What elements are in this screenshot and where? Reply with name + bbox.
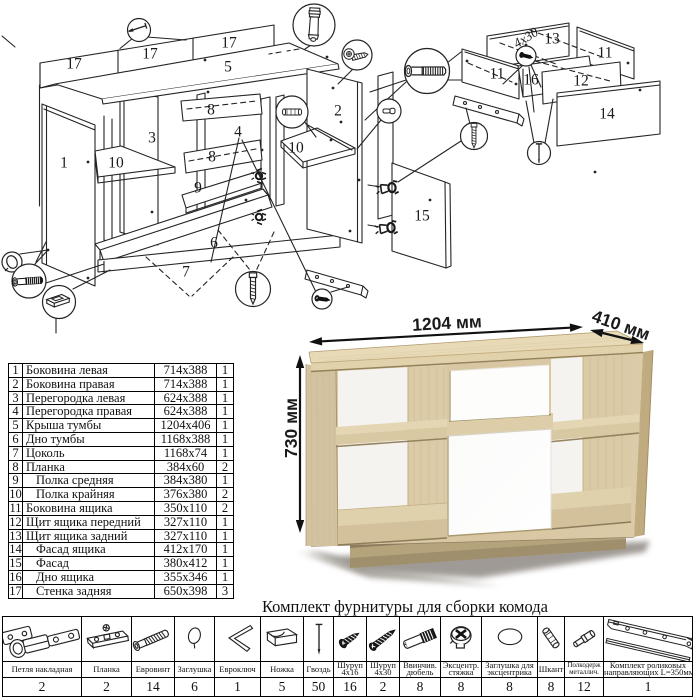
svg-text:4: 4: [234, 124, 242, 141]
svg-text:8: 8: [208, 149, 216, 166]
svg-text:10: 10: [108, 155, 124, 172]
svg-text:17: 17: [66, 56, 82, 73]
svg-text:2: 2: [334, 103, 342, 120]
svg-text:14: 14: [599, 106, 615, 123]
svg-text:11: 11: [598, 45, 613, 62]
svg-text:16: 16: [523, 72, 539, 89]
svg-text:15: 15: [414, 208, 430, 225]
svg-text:17: 17: [221, 35, 237, 52]
svg-text:11: 11: [490, 66, 505, 83]
svg-text:1: 1: [60, 155, 68, 172]
svg-text:7: 7: [182, 264, 190, 281]
svg-text:730 мм: 730 мм: [281, 398, 301, 458]
svg-text:1204 мм: 1204 мм: [412, 311, 483, 335]
svg-text:5: 5: [224, 59, 232, 76]
svg-text:3: 3: [148, 130, 156, 147]
svg-text:13: 13: [544, 31, 560, 48]
svg-text:6: 6: [210, 235, 218, 252]
svg-text:10: 10: [288, 140, 304, 157]
svg-text:9: 9: [194, 180, 202, 197]
svg-text:8: 8: [207, 102, 215, 119]
svg-text:12: 12: [573, 73, 589, 90]
svg-text:17: 17: [142, 46, 158, 63]
